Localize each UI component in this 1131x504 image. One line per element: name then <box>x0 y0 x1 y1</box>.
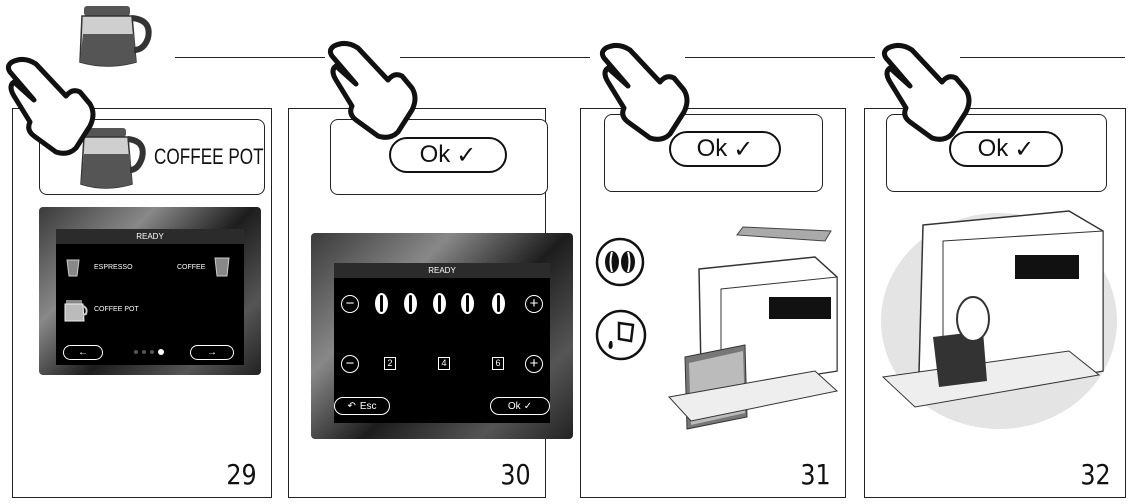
checkmark-icon: ✓ <box>523 400 533 412</box>
strength-decrease-button[interactable]: − <box>341 295 359 313</box>
step-number: 31 <box>800 458 831 491</box>
checkmark-icon: ✓ <box>733 135 754 163</box>
cups-2-icon[interactable]: 2 <box>384 357 396 370</box>
ok-label: Ok <box>507 400 521 412</box>
hand-pointer-icon <box>327 40 418 140</box>
menu-item-coffee[interactable]: COFFEE <box>177 264 206 271</box>
control-panel-display: READY − + − 2 4 6 + ↶ Esc Ok ✓ <box>311 233 573 439</box>
screen-title: READY <box>56 229 244 244</box>
step-panel-29: COFFEE POT READY ESPRESSO COFFEE COFFEE … <box>12 108 272 498</box>
bean-icon <box>375 293 388 314</box>
prev-page-button[interactable]: ← <box>63 345 103 360</box>
next-page-button[interactable]: → <box>190 345 234 360</box>
back-arrow-icon: ↶ <box>347 400 356 412</box>
bean-icon <box>404 293 417 314</box>
coffee-pot-icon <box>80 128 146 189</box>
checkmark-icon: ✓ <box>456 141 477 169</box>
connector-line-3 <box>685 57 875 58</box>
ok-button[interactable]: Ok ✓ <box>669 131 781 167</box>
coffee-beans-icon <box>595 237 645 287</box>
screen-title: READY <box>334 263 550 278</box>
step-number: 30 <box>500 458 531 491</box>
step-number: 29 <box>226 458 257 491</box>
espresso-cup-icon <box>66 259 80 277</box>
menu-item-coffee-pot[interactable]: COFFEE POT <box>94 306 139 313</box>
menu-item-espresso[interactable]: ESPRESSO <box>94 264 133 271</box>
connector-line-1 <box>175 57 325 58</box>
coffee-pot-icon <box>79 6 152 67</box>
connector-line-4 <box>960 57 1125 58</box>
quantity-decrease-button[interactable]: − <box>341 355 359 373</box>
strength-increase-button[interactable]: + <box>525 295 543 313</box>
checkmark-icon: ✓ <box>1014 135 1035 163</box>
cups-6-icon[interactable]: 6 <box>492 357 504 370</box>
page-indicator <box>134 349 164 355</box>
step-panel-32: Ok ✓ 32 <box>864 108 1126 498</box>
esc-label: Esc <box>359 400 377 412</box>
hand-pointer-icon <box>881 42 972 142</box>
ok-button[interactable]: Ok ✓ <box>949 131 1063 167</box>
bean-icon <box>492 293 505 314</box>
step-panel-31: Ok ✓ 31 <box>580 108 846 498</box>
esc-button[interactable]: ↶ Esc <box>334 397 390 415</box>
control-panel-display: READY ESPRESSO COFFEE COFFEE POT ← → <box>39 207 261 375</box>
water-pour-icon <box>595 309 647 361</box>
step-panel-30: Ok ✓ READY − + − 2 4 6 + ↶ Esc Ok ✓ <box>288 108 573 498</box>
coffee-machine-illustration <box>881 210 1117 429</box>
ok-label: Ok <box>419 141 451 168</box>
cups-4-icon[interactable]: 4 <box>438 357 450 370</box>
coffee-machine-illustration <box>668 226 839 430</box>
callout-label: COFFEE POT <box>154 144 264 169</box>
hand-pointer-icon <box>599 42 690 142</box>
coffee-cup-icon <box>214 257 230 277</box>
ok-button[interactable]: Ok ✓ <box>389 137 507 173</box>
screen-ok-button[interactable]: Ok ✓ <box>490 397 550 415</box>
connector-line-2 <box>400 57 590 58</box>
hand-pointer-icon <box>5 56 96 156</box>
bean-icon <box>433 293 446 314</box>
ok-label: Ok <box>696 135 728 162</box>
bean-icon <box>461 293 474 314</box>
quantity-increase-button[interactable]: + <box>525 355 543 373</box>
ok-label: Ok <box>977 135 1009 162</box>
callout-box: COFFEE POT <box>39 119 265 195</box>
coffee-pot-icon <box>64 300 88 322</box>
step-number: 32 <box>1080 458 1111 491</box>
